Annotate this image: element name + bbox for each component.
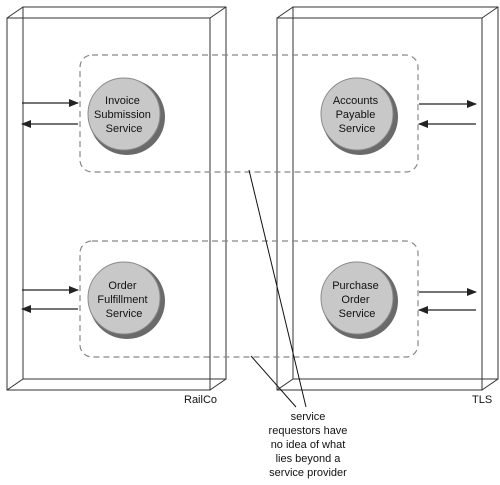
annotation-line: service provider	[269, 467, 347, 479]
purchase-order-service-label: Purchase Order Service	[332, 280, 382, 320]
callout-line-top	[248, 169, 307, 408]
purchase-order-service-circle	[320, 261, 398, 339]
annotation-line: lies beyond a	[275, 453, 341, 465]
callout-annotation: service requestors have no idea of what …	[243, 410, 373, 480]
callout-line-bottom	[250, 355, 297, 408]
bottom-service-group	[79, 240, 419, 358]
invoice-service-circle	[87, 77, 165, 155]
accounts-payable-service-circle	[320, 77, 398, 155]
annotation-line: service	[290, 411, 326, 423]
accounts-payable-service-label: Accounts Payable Service	[333, 95, 381, 135]
railco-label: RailCo	[184, 394, 217, 406]
tls-label: TLS	[472, 394, 492, 406]
annotation-line: requestors have	[268, 425, 348, 437]
order-fulfillment-service-label: Order Fulfillment Service	[97, 280, 150, 320]
order-fulfillment-service-circle	[87, 261, 165, 339]
annotation-line: no idea of what	[270, 439, 346, 451]
tls-box	[276, 6, 499, 391]
invoice-service-label: Invoice Submission Service	[94, 95, 154, 135]
railco-box	[6, 6, 227, 391]
